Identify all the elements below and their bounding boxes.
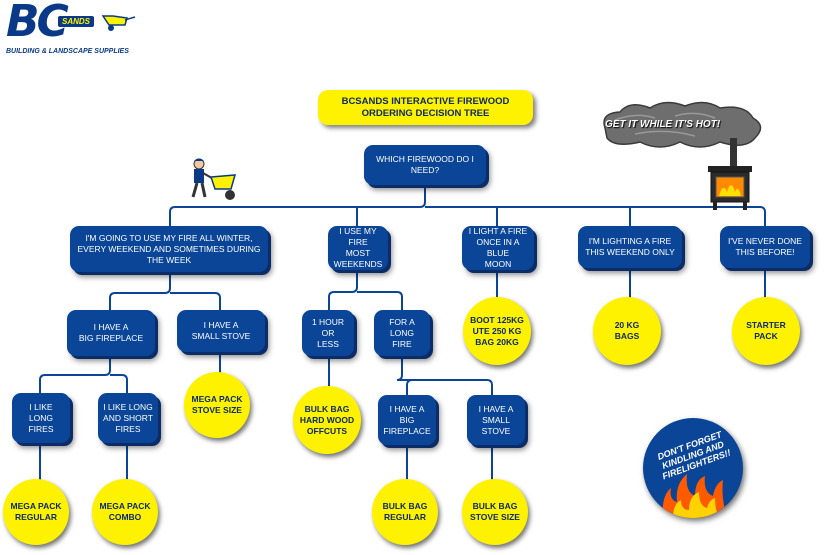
product-mega-pack-combo[interactable]: MEGA PACK COMBO [92,479,158,545]
node-weekend-big-fireplace[interactable]: I HAVE A BIG FIREPLACE [378,395,436,445]
wheelbarrow-icon [101,15,136,31]
connector-longfire-right [402,379,493,395]
product-starter-pack[interactable]: STARTER PACK [732,297,800,365]
product-mega-pack-stove[interactable]: MEGA PACK STOVE SIZE [184,372,250,438]
connector-bigfp [39,358,111,393]
node-long-fire[interactable]: FOR A LONG FIRE [374,310,430,356]
brand-logo[interactable]: BC SANDS BUILDING & LANDSCAPE SUPPLIES [4,0,139,60]
node-long-and-short[interactable]: I LIKE LONG AND SHORT FIRES [98,393,158,443]
product-mega-pack-regular[interactable]: MEGA PACK REGULAR [3,479,69,545]
node-all-winter[interactable]: I'M GOING TO USE MY FIRE ALL WINTER, EVE… [70,226,268,272]
flames-icon [662,474,727,518]
node-which-firewood[interactable]: WHICH FIREWOOD DO I NEED? [364,145,486,185]
page-title: BCSANDS INTERACTIVE FIREWOOD ORDERING DE… [318,90,533,125]
node-weekend-small-stove[interactable]: I HAVE A SMALL STOVE [467,395,525,445]
slogan-text: GET IT WHILE IT'S HOT! [605,119,721,130]
logo-badge: SANDS [58,16,95,27]
worker-wheelbarrow-icon [191,158,237,200]
node-small-stove[interactable]: I HAVE A SMALL STOVE [177,310,265,352]
product-bulk-offcuts[interactable]: BULK BAG HARD WOOD OFFCUTS [293,386,361,454]
connector-root-right [425,206,766,226]
product-20kg-bags[interactable]: 20 KG BAGS [593,297,661,365]
kindling-reminder: DON'T FORGET KINDLING AND FIRELIGHTERS!! [643,418,743,518]
connector-winter-right [170,292,221,310]
node-long-fires[interactable]: I LIKE LONG FIRES [12,393,70,443]
connector-longfire [396,358,412,381]
logo-letters: BC [6,0,69,47]
node-never-before[interactable]: I'VE NEVER DONE THIS BEFORE! [720,226,810,268]
node-this-weekend[interactable]: I'M LIGHTING A FIRE THIS WEEKEND ONLY [578,226,682,268]
connector-winter [109,275,171,310]
smoke-cloud-icon [603,101,762,148]
logo-tagline: BUILDING & LANDSCAPE SUPPLIES [6,48,129,55]
product-bulk-regular[interactable]: BULK BAG REGULAR [372,479,438,545]
connector-root [169,188,426,228]
node-blue-moon[interactable]: I LIGHT A FIRE ONCE IN A BLUE MOON [462,226,534,270]
node-one-hour[interactable]: 1 HOUR OR LESS [302,310,354,356]
product-boot-ute-bag[interactable]: BOOT 125KG UTE 250 KG BAG 20KG [463,297,531,365]
node-big-fireplace[interactable]: I HAVE A BIG FIREPLACE [67,310,155,356]
wood-stove-icon [708,138,752,210]
connector-weekends-down [328,273,358,310]
connector-weekends-right [357,291,403,310]
connector-longfire-split [402,379,413,395]
connector-bigfp-right [110,374,128,393]
node-most-weekends[interactable]: I USE MY FIRE MOST WEEKENDS [328,226,388,270]
product-bulk-stove[interactable]: BULK BAG STOVE SIZE [462,479,528,545]
